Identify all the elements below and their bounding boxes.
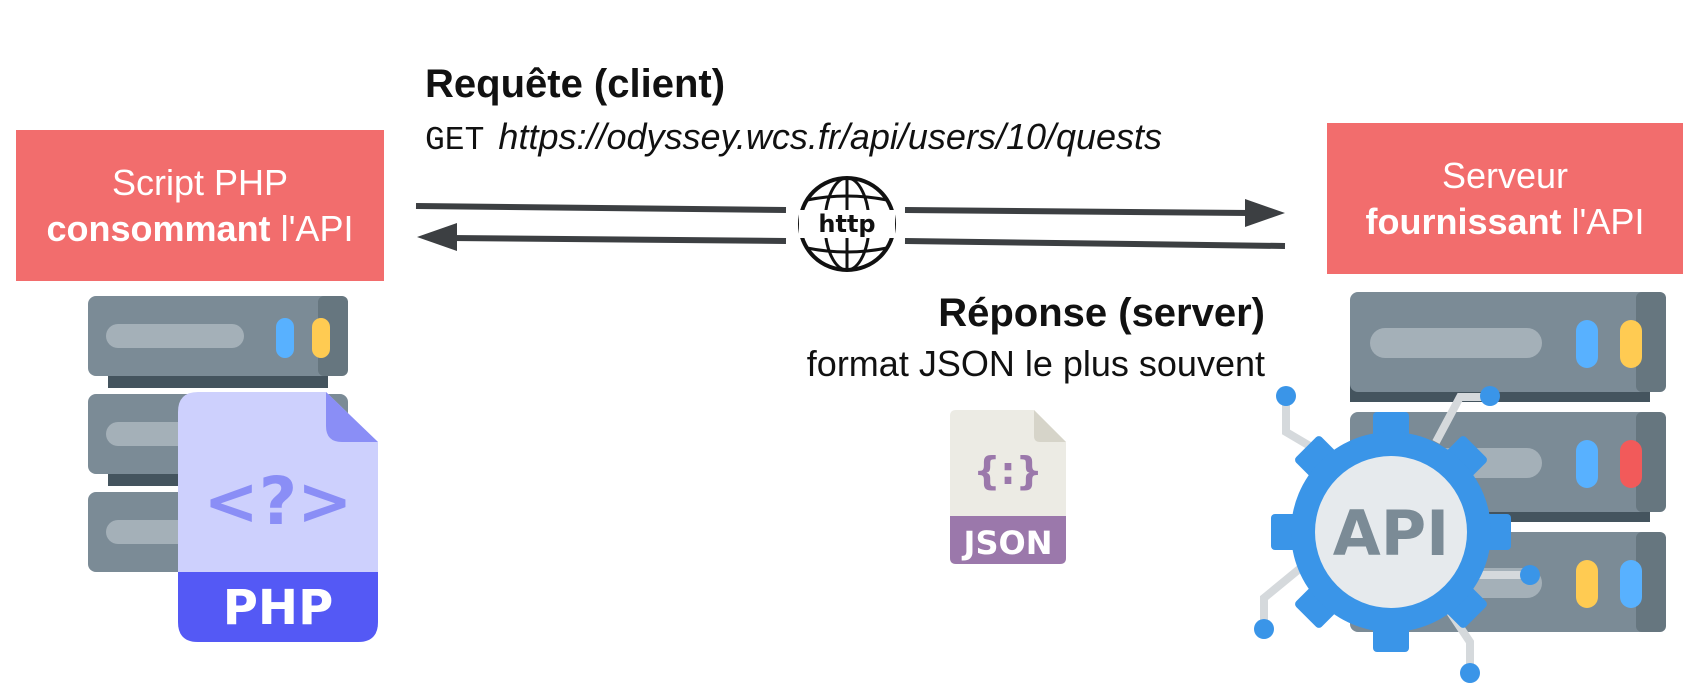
php-code-symbol: <?> bbox=[204, 463, 353, 540]
json-file-icon: {:} JSON bbox=[950, 410, 1066, 564]
client-box-line2: consommant l'API bbox=[47, 206, 354, 252]
php-file-label: PHP bbox=[223, 580, 334, 636]
globe-http-icon: http bbox=[798, 176, 896, 272]
client-box-rest: l'API bbox=[270, 207, 354, 249]
server-box-line1: Serveur bbox=[1441, 154, 1569, 196]
json-symbol: {:} bbox=[973, 449, 1042, 493]
php-file-icon: <?> PHP bbox=[178, 392, 378, 642]
request-method: GET bbox=[425, 122, 485, 159]
request-line: GET https://odyssey.wcs.fr/api/users/10/q… bbox=[425, 116, 1162, 159]
api-server-icon: API bbox=[1254, 292, 1666, 683]
request-arrow bbox=[415, 199, 1285, 227]
response-subtitle: format JSON le plus souvent bbox=[806, 343, 1265, 384]
response-arrow bbox=[417, 223, 1286, 251]
server-box-bold: fournissant bbox=[1365, 200, 1562, 242]
client-box-bold: consommant bbox=[46, 207, 271, 249]
json-file-label: JSON bbox=[962, 524, 1053, 562]
server-box-rest: l'API bbox=[1561, 200, 1645, 242]
globe-http-text: http bbox=[818, 210, 875, 238]
client-server-icon bbox=[88, 296, 348, 572]
api-gear-label: API bbox=[1333, 497, 1450, 570]
client-box-line1: Script PHP bbox=[111, 161, 289, 203]
response-title: Réponse (server) bbox=[938, 291, 1265, 335]
request-url: https://odyssey.wcs.fr/api/users/10/ques… bbox=[498, 116, 1163, 157]
client-box: Script PHP consommant l'API bbox=[16, 130, 384, 281]
request-title: Requête (client) bbox=[425, 62, 726, 106]
server-box-line2: fournissant l'API bbox=[1366, 199, 1645, 245]
server-box: Serveur fournissant l'API bbox=[1327, 123, 1683, 274]
